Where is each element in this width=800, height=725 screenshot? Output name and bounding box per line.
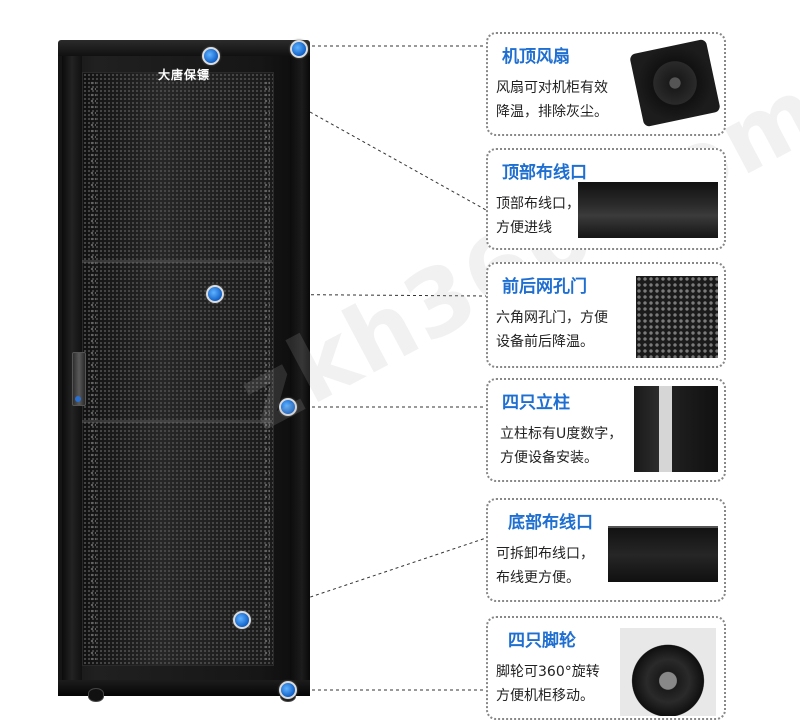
description-line: 布线更方便。 — [496, 570, 580, 586]
caster-thumbnail — [620, 628, 716, 716]
description-line: 风扇可对机柜有效 — [496, 80, 608, 96]
description-line: 立柱标有U度数字， — [500, 426, 623, 442]
mounting-rail — [90, 80, 96, 660]
cabinet-shelf — [82, 420, 272, 423]
door-handle — [72, 352, 86, 406]
bottom-cable-port-thumbnail — [608, 526, 718, 582]
feature-card-rails: 四只立柱 立柱标有U度数字， 方便设备安装。 — [486, 378, 726, 482]
feature-description: 风扇可对机柜有效 降温，排除灰尘。 — [496, 76, 626, 124]
marker-dot — [233, 611, 251, 629]
brand-logo-text: 大唐保镖 — [158, 68, 211, 82]
feature-title: 四只立柱 — [502, 393, 570, 413]
description-line: 六角网孔门，方便 — [496, 310, 608, 326]
marker-dot — [202, 47, 220, 65]
top-cable-port-thumbnail — [578, 182, 718, 238]
cabinet-shelf — [82, 260, 272, 263]
cabinet-side-panel — [290, 56, 310, 682]
lock-icon — [75, 396, 81, 402]
feature-title: 前后网孔门 — [502, 277, 587, 297]
mounting-rail — [264, 80, 270, 660]
feature-card-fan: 机顶风扇 风扇可对机柜有效 降温，排除灰尘。 — [486, 32, 726, 136]
feature-card-bottom-cable: 底部布线口 可拆卸布线口， 布线更方便。 — [486, 498, 726, 602]
description-line: 降温，排除灰尘。 — [496, 104, 608, 120]
cabinet-base — [58, 680, 310, 696]
description-line: 方便机柜移动。 — [496, 688, 594, 704]
feature-description: 可拆卸布线口， 布线更方便。 — [496, 542, 626, 590]
server-cabinet: 大唐保镖 — [58, 40, 310, 702]
marker-dot — [279, 681, 297, 699]
feature-card-mesh-door: 前后网孔门 六角网孔门，方便 设备前后降温。 — [486, 262, 726, 368]
feature-description: 六角网孔门，方便 设备前后降温。 — [496, 306, 626, 354]
feature-card-wheels: 四只脚轮 脚轮可360°旋转 方便机柜移动。 — [486, 616, 726, 720]
cabinet-top — [58, 40, 310, 58]
marker-dot — [279, 398, 297, 416]
caster-wheel — [88, 688, 104, 702]
feature-title: 顶部布线口 — [502, 163, 587, 183]
mesh-thumbnail — [636, 276, 718, 358]
feature-title: 底部布线口 — [508, 513, 593, 533]
feature-description: 顶部布线口， 方便进线 — [496, 192, 586, 240]
description-line: 可拆卸布线口， — [496, 546, 594, 562]
description-line: 方便设备安装。 — [500, 450, 598, 466]
leader-line-top-cable — [309, 111, 487, 211]
description-line: 顶部布线口， — [496, 196, 580, 212]
description-line: 设备前后降温。 — [496, 334, 594, 350]
rail-thumbnail — [634, 386, 718, 472]
feature-card-top-cable: 顶部布线口 顶部布线口， 方便进线 — [486, 148, 726, 250]
feature-description: 立柱标有U度数字， 方便设备安装。 — [500, 422, 630, 470]
feature-title: 四只脚轮 — [508, 631, 576, 651]
marker-dot — [290, 40, 308, 58]
feature-description: 脚轮可360°旋转 方便机柜移动。 — [496, 660, 626, 708]
feature-title: 机顶风扇 — [502, 47, 570, 67]
mesh-door — [82, 72, 274, 666]
description-line: 脚轮可360°旋转 — [496, 664, 600, 680]
description-line: 方便进线 — [496, 220, 552, 236]
fan-thumbnail — [629, 38, 721, 128]
marker-dot — [206, 285, 224, 303]
